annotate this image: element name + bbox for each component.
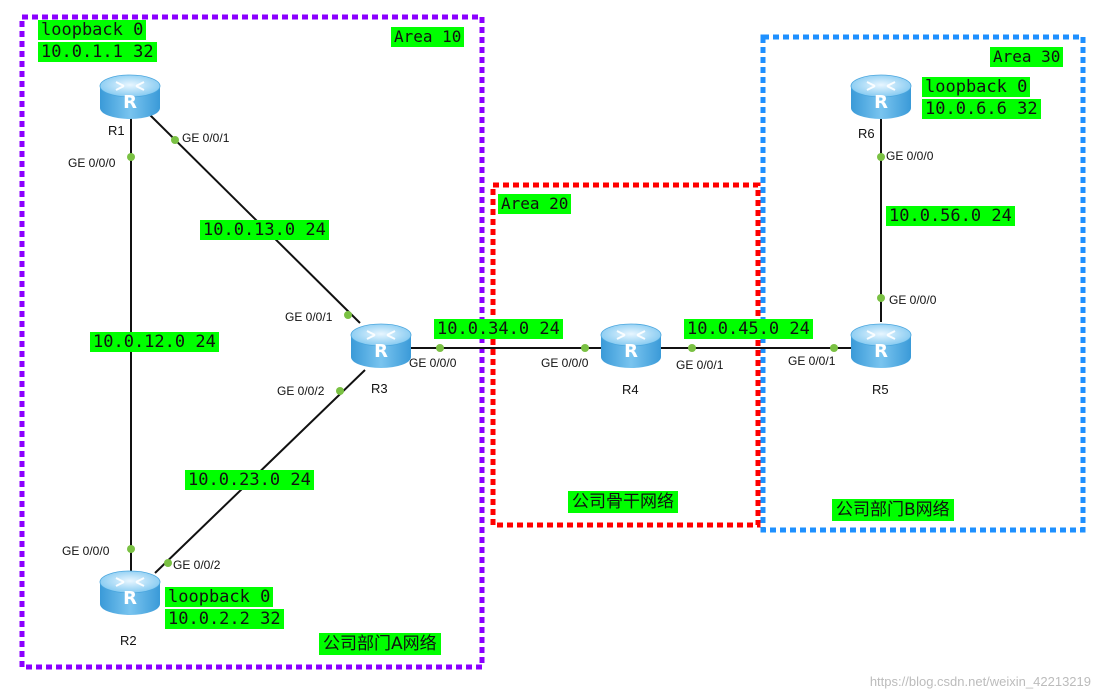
subnet-r1-r3: 10.0.13.0 24	[200, 220, 329, 240]
port-dot	[877, 153, 885, 161]
router-name-r4: R4	[622, 382, 639, 397]
router-icon[interactable]	[350, 323, 412, 369]
port-label: GE 0/0/0	[62, 544, 110, 558]
link-r1-r3	[149, 114, 361, 324]
area10-border	[19, 14, 485, 670]
dept-a-label: 公司部门A网络	[319, 633, 441, 655]
router-name-r6: R6	[858, 126, 875, 141]
watermark: https://blog.csdn.net/weixin_42213219	[869, 674, 1091, 689]
port-label: GE 0/0/0	[409, 356, 457, 370]
r6-loopback-name: loopback 0	[922, 77, 1031, 97]
subnet-r1-r2: 10.0.12.0 24	[90, 332, 219, 352]
r2-loopback-addr: 10.0.2.2 32	[165, 609, 284, 629]
port-label: GE 0/0/2	[173, 558, 221, 572]
port-dot	[581, 344, 589, 352]
router-icon[interactable]	[850, 323, 912, 369]
port-dot	[688, 344, 696, 352]
port-label: GE 0/0/1	[285, 310, 333, 324]
router-name-r1: R1	[108, 123, 125, 138]
port-dot	[344, 311, 352, 319]
router-name-r5: R5	[872, 382, 889, 397]
area20-border	[490, 182, 761, 528]
r2-loopback-name: loopback 0	[165, 587, 274, 607]
port-dot	[164, 559, 172, 567]
router-icon[interactable]	[600, 323, 662, 369]
router-icon[interactable]	[99, 74, 161, 120]
r1-loopback-name: loopback 0	[38, 20, 147, 40]
area10-label: Area 10	[391, 27, 465, 47]
subnet-r5-r6: 10.0.56.0 24	[886, 206, 1015, 226]
port-label: GE 0/0/1	[788, 354, 836, 368]
port-dot	[127, 153, 135, 161]
port-label: GE 0/0/2	[277, 384, 325, 398]
subnet-r3-r4: 10.0.34.0 24	[434, 319, 563, 339]
port-dot	[436, 344, 444, 352]
subnet-r4-r5: 10.0.45.0 24	[684, 319, 813, 339]
port-dot	[127, 545, 135, 553]
area20-label: Area 20	[498, 194, 572, 214]
subnet-r2-r3: 10.0.23.0 24	[185, 470, 314, 490]
r6-loopback-addr: 10.0.6.6 32	[922, 99, 1041, 119]
port-label: GE 0/0/0	[889, 293, 937, 307]
dept-backbone-label: 公司骨干网络	[568, 491, 678, 513]
r1-loopback-addr: 10.0.1.1 32	[38, 42, 157, 62]
router-name-r2: R2	[120, 633, 137, 648]
port-label: GE 0/0/1	[676, 358, 724, 372]
port-dot	[830, 344, 838, 352]
router-icon[interactable]	[850, 74, 912, 120]
port-label: GE 0/0/0	[68, 156, 116, 170]
router-icon[interactable]	[99, 570, 161, 616]
port-dot	[877, 294, 885, 302]
area30-border	[760, 34, 1086, 533]
port-dot	[171, 136, 179, 144]
port-dot	[336, 387, 344, 395]
port-label: GE 0/0/0	[886, 149, 934, 163]
port-label: GE 0/0/0	[541, 356, 589, 370]
port-label: GE 0/0/1	[182, 131, 230, 145]
area30-label: Area 30	[990, 47, 1064, 67]
router-name-r3: R3	[371, 381, 388, 396]
dept-b-label: 公司部门B网络	[832, 499, 954, 521]
